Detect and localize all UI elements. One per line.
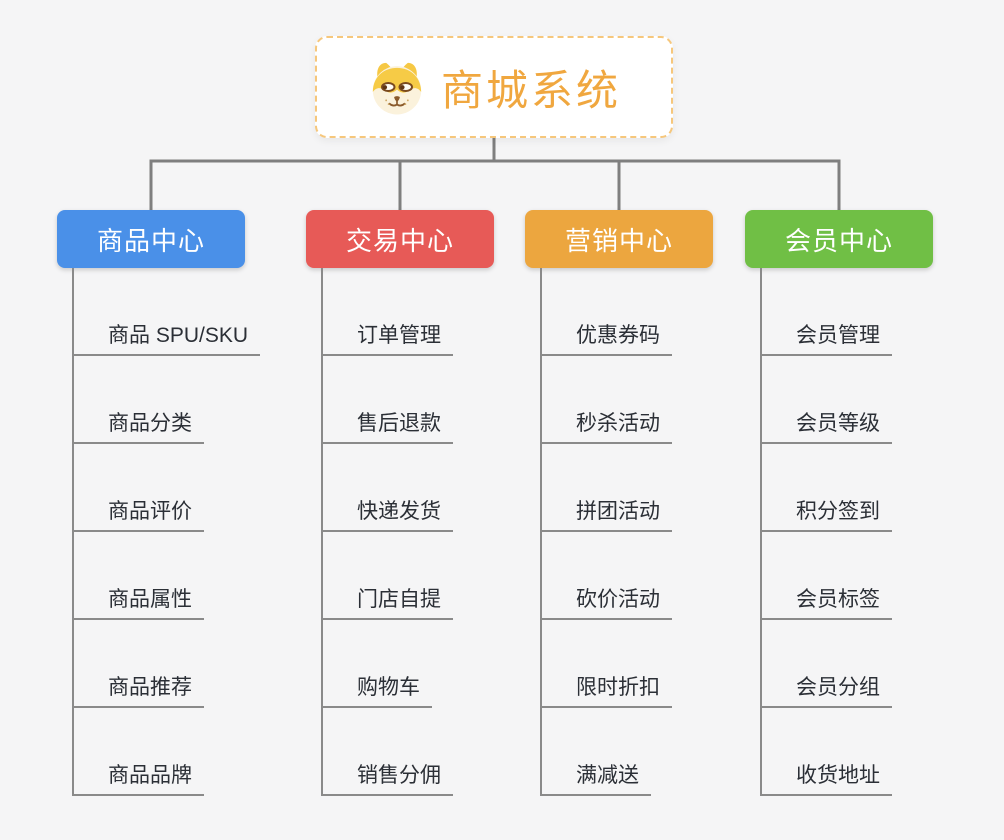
leaf-topic[interactable]: 商品属性 xyxy=(74,532,260,620)
branch-node-trade-center[interactable]: 交易中心 xyxy=(306,210,494,268)
leaf-label: 限时折扣 xyxy=(542,675,672,708)
leaf-topic[interactable]: 满减送 xyxy=(542,708,672,796)
leaf-label: 商品评价 xyxy=(74,499,204,532)
leaf-topic[interactable]: 会员管理 xyxy=(762,268,892,356)
leaf-topic[interactable]: 会员标签 xyxy=(762,532,892,620)
leaf-label: 会员标签 xyxy=(762,587,892,620)
leaf-topic[interactable]: 商品评价 xyxy=(74,444,260,532)
leaf-topic[interactable]: 优惠券码 xyxy=(542,268,672,356)
leaf-label: 购物车 xyxy=(323,675,432,708)
branch-children-marketing-center: 优惠券码 秒杀活动 拼团活动 砍价活动 限时折扣 满减送 xyxy=(540,268,672,796)
leaf-topic[interactable]: 售后退款 xyxy=(323,356,453,444)
root-node[interactable]: 商城系统 xyxy=(315,36,673,138)
branch-trade-center: 交易中心 订单管理 售后退款 快递发货 门店自提 购物车 销售分佣 xyxy=(306,210,494,796)
leaf-label: 商品 SPU/SKU xyxy=(74,323,261,356)
branch-children-trade-center: 订单管理 售后退款 快递发货 门店自提 购物车 销售分佣 xyxy=(321,268,453,796)
branch-children-member-center: 会员管理 会员等级 积分签到 会员标签 会员分组 收货地址 xyxy=(760,268,892,796)
branch-node-member-center[interactable]: 会员中心 xyxy=(745,210,933,268)
leaf-label: 售后退款 xyxy=(323,411,453,444)
leaf-topic[interactable]: 秒杀活动 xyxy=(542,356,672,444)
leaf-topic[interactable]: 砍价活动 xyxy=(542,532,672,620)
leaf-topic[interactable]: 销售分佣 xyxy=(323,708,453,796)
leaf-topic[interactable]: 会员分组 xyxy=(762,620,892,708)
leaf-topic[interactable]: 门店自提 xyxy=(323,532,453,620)
leaf-label: 优惠券码 xyxy=(542,323,672,356)
branch-children-product-center: 商品 SPU/SKU 商品分类 商品评价 商品属性 商品推荐 商品品牌 xyxy=(72,268,261,796)
branch-node-marketing-center[interactable]: 营销中心 xyxy=(525,210,713,268)
leaf-topic[interactable]: 商品品牌 xyxy=(74,708,260,796)
leaf-label: 会员分组 xyxy=(762,675,892,708)
leaf-topic[interactable]: 购物车 xyxy=(323,620,453,708)
leaf-label: 会员管理 xyxy=(762,323,892,356)
leaf-label: 砍价活动 xyxy=(542,587,672,620)
leaf-label: 门店自提 xyxy=(323,587,453,620)
leaf-label: 商品品牌 xyxy=(74,763,204,796)
leaf-label: 订单管理 xyxy=(323,323,453,356)
leaf-topic[interactable]: 收货地址 xyxy=(762,708,892,796)
leaf-topic[interactable]: 积分签到 xyxy=(762,444,892,532)
leaf-topic[interactable]: 会员等级 xyxy=(762,356,892,444)
leaf-label: 商品分类 xyxy=(74,411,204,444)
leaf-label: 商品推荐 xyxy=(74,675,204,708)
branch-node-product-center[interactable]: 商品中心 xyxy=(57,210,245,268)
leaf-label: 销售分佣 xyxy=(323,763,453,796)
branch-marketing-center: 营销中心 优惠券码 秒杀活动 拼团活动 砍价活动 限时折扣 满减送 xyxy=(525,210,713,796)
leaf-label: 拼团活动 xyxy=(542,499,672,532)
leaf-label: 积分签到 xyxy=(762,499,892,532)
doge-face-icon xyxy=(372,62,422,115)
leaf-label: 满减送 xyxy=(542,763,651,796)
leaf-label: 快递发货 xyxy=(323,499,453,532)
leaf-topic[interactable]: 商品 SPU/SKU xyxy=(74,268,261,356)
leaf-label: 秒杀活动 xyxy=(542,411,672,444)
leaf-topic[interactable]: 拼团活动 xyxy=(542,444,672,532)
leaf-label: 收货地址 xyxy=(762,763,892,796)
root-title: 商城系统 xyxy=(440,66,621,114)
leaf-topic[interactable]: 商品推荐 xyxy=(74,620,260,708)
leaf-topic[interactable]: 快递发货 xyxy=(323,444,453,532)
leaf-topic[interactable]: 商品分类 xyxy=(74,356,260,444)
leaf-topic[interactable]: 限时折扣 xyxy=(542,620,672,708)
branch-member-center: 会员中心 会员管理 会员等级 积分签到 会员标签 会员分组 收货地址 xyxy=(745,210,933,796)
leaf-label: 会员等级 xyxy=(762,411,892,444)
leaf-label: 商品属性 xyxy=(74,587,204,620)
branch-product-center: 商品中心 商品 SPU/SKU 商品分类 商品评价 商品属性 商品推荐 商品品牌 xyxy=(57,210,261,796)
leaf-topic[interactable]: 订单管理 xyxy=(323,268,453,356)
